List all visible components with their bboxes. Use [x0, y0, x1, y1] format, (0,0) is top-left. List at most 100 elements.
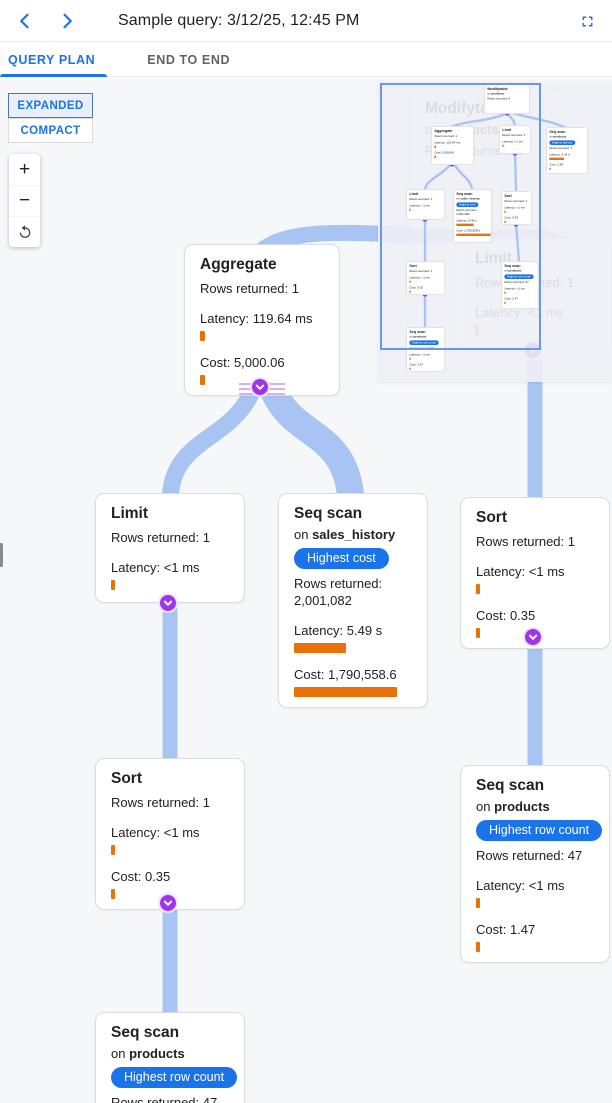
node-title: Seq scan: [294, 505, 363, 522]
node-cost: Cost: 5,000.06: [200, 355, 285, 370]
cost-bar: [549, 167, 551, 170]
node-latency: Latency: 5.41 s: [549, 152, 570, 157]
cost-bar: [476, 628, 480, 638]
node-latency: Latency: <1 ms: [476, 564, 565, 579]
minimap-viewport[interactable]: [380, 83, 541, 350]
cost-bar: [476, 942, 480, 952]
zoom-out-button[interactable]: −: [9, 185, 40, 216]
latency-bar: [111, 580, 115, 590]
node-title: Seq scan: [409, 329, 426, 334]
node-table: on products: [409, 334, 427, 339]
tab-label: END TO END: [147, 53, 231, 67]
node-latency: Latency: <1 ms: [409, 203, 430, 208]
cost-bar: [409, 367, 411, 370]
node-badge: Highest cost: [456, 202, 479, 207]
fullscreen-button[interactable]: [570, 4, 604, 38]
node-latency: Latency: <1 ms: [504, 205, 525, 210]
node-latency: Latency: 5.49 s: [294, 623, 383, 638]
back-button[interactable]: [8, 4, 42, 38]
cost-bar: [504, 220, 506, 223]
cost-bar: [111, 889, 115, 899]
node-cost: Cost: 0.35: [476, 608, 536, 623]
tab-bar: QUERY PLAN END TO END: [0, 43, 612, 77]
chevron-right-icon: [63, 13, 72, 28]
node-badge: Highest row count: [409, 340, 439, 345]
node-table: on products: [487, 91, 505, 96]
node-cost: Cost: 1.47: [409, 362, 424, 367]
node-badge: Highest cost: [294, 548, 389, 569]
node-title: Seq scan: [504, 263, 521, 268]
collapse-node-button-aggregate[interactable]: [250, 377, 270, 397]
reset-view-button[interactable]: [9, 216, 40, 247]
latency-bar: [476, 584, 480, 594]
layout-mode-toggle: EXPANDED COMPACT: [8, 93, 93, 143]
node-title: Aggregate: [434, 128, 453, 133]
node-rows-returned: Rows returned: 47: [409, 346, 434, 350]
compact-button[interactable]: COMPACT: [8, 118, 93, 143]
node-latency: Latency: <1 ms: [409, 275, 430, 280]
node-rows-returned: Rows returned: 1: [111, 795, 210, 810]
node-table: on products: [111, 1046, 185, 1061]
collapse-node-button-limit-left[interactable]: [158, 593, 178, 613]
latency-bar: [502, 144, 504, 147]
node-cost: Cost: 0.35: [111, 869, 171, 884]
node-latency: Latency: 119.64 ms: [200, 311, 313, 326]
latency-bar: [476, 898, 480, 908]
tab-query-plan[interactable]: QUERY PLAN: [0, 43, 125, 77]
forward-button[interactable]: [50, 4, 84, 38]
node-cost: Cost: 1,790,558.6: [456, 228, 481, 233]
collapse-node-button-sort-right[interactable]: [523, 627, 543, 647]
cost-bar: [504, 301, 506, 304]
fullscreen-icon: [582, 16, 592, 26]
node-title: Modifytable: [487, 86, 508, 91]
node-table: on sales_history: [294, 527, 396, 542]
node-table: on products: [504, 268, 522, 273]
node-title: Seq scan: [549, 129, 566, 134]
node-badge: Highest row count: [111, 1067, 238, 1088]
node-rows-returned: Rows returned: 47: [504, 280, 529, 284]
node-table: on products: [549, 134, 567, 139]
node-rows-returned: Rows returned: 1: [476, 534, 575, 549]
node-title: Limit: [409, 191, 419, 196]
cost-bar: [294, 687, 397, 697]
node-title: Limit: [502, 127, 512, 132]
node-cost: Cost: 1.59: [549, 162, 564, 167]
node-cost: Cost: 1,790,558.6: [294, 667, 397, 682]
latency-bar: [409, 357, 411, 360]
expanded-button[interactable]: EXPANDED: [8, 93, 93, 118]
node-title: Seq scan: [456, 191, 473, 196]
zoom-in-button[interactable]: +: [9, 154, 40, 185]
node-rows-returned: Rows returned: 1: [409, 269, 433, 273]
node-title: Sort: [476, 509, 507, 526]
scrollbar-thumb[interactable]: [0, 543, 3, 567]
zoom-controls: + −: [9, 154, 40, 247]
node-cost: Cost: 5,000.06: [434, 150, 454, 155]
node-cost: Cost: 0.35: [504, 215, 519, 220]
node-cost: Cost: 0.35: [409, 285, 424, 290]
tab-end-to-end[interactable]: END TO END: [125, 43, 252, 77]
node-rows-returned: Rows returned: 1: [200, 281, 299, 296]
node-cost: Cost: 1.47: [476, 922, 536, 937]
node-rows-returned: Rows returned: 1: [502, 133, 526, 137]
node-title: Sort: [504, 193, 512, 198]
cost-bar: [409, 290, 411, 293]
node-latency: Latency: <1 ms: [502, 139, 523, 144]
collapse-node-button-sort-left[interactable]: [158, 893, 178, 913]
node-latency: Latency: <1 ms: [111, 825, 200, 840]
node-cost: Cost: 1.47: [504, 296, 519, 301]
